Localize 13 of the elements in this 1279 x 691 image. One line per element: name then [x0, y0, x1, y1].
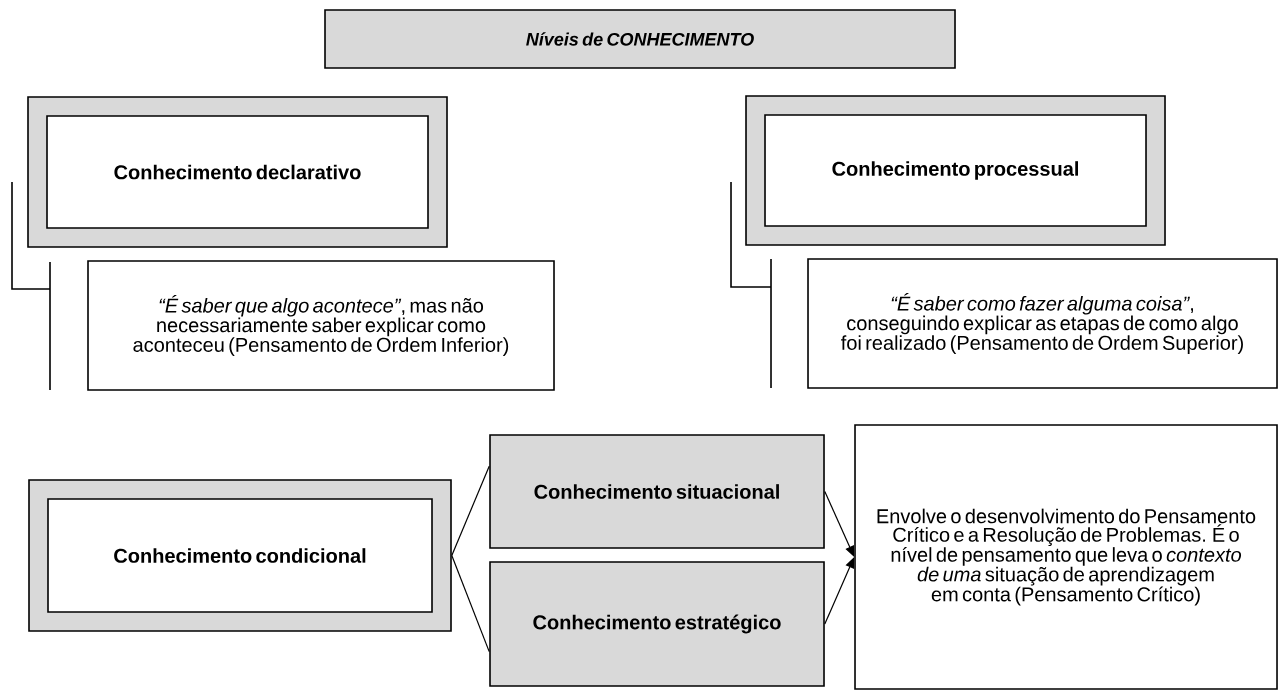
text-box: “É saber como fazer alguma coisa”, conseguindo explicar as etapas de como algo foi realizado (Pensamento de Ordem Superior) — [807, 258, 1278, 389]
arrow — [824, 557, 855, 625]
heading-box: Conhecimento declarativo — [27, 96, 448, 248]
arrow — [824, 490, 855, 557]
text-box: “É saber que algo acontece”, mas não necessariamente saber explicar como aconteceu (Pensamento de Ordem Inferior) — [87, 260, 555, 391]
heading-box: Conhecimento situacional — [489, 434, 825, 549]
heading-box: Conhecimento estratégico — [489, 561, 825, 687]
connector-line — [451, 465, 490, 557]
title-box: Níveis de CONHECIMENTO — [324, 9, 956, 69]
connector-line — [451, 554, 490, 653]
heading-box: Conhecimento condicional — [28, 479, 452, 632]
text-box: Envolve o desenvolvimento do Pensamento Crítico e a Resolução de Problemas. É o nível de pensamento que leva o contexto de uma situação de aprendizagem em conta (Pensamento Crítico) — [854, 424, 1278, 690]
heading-box: Conhecimento processual — [745, 95, 1166, 246]
